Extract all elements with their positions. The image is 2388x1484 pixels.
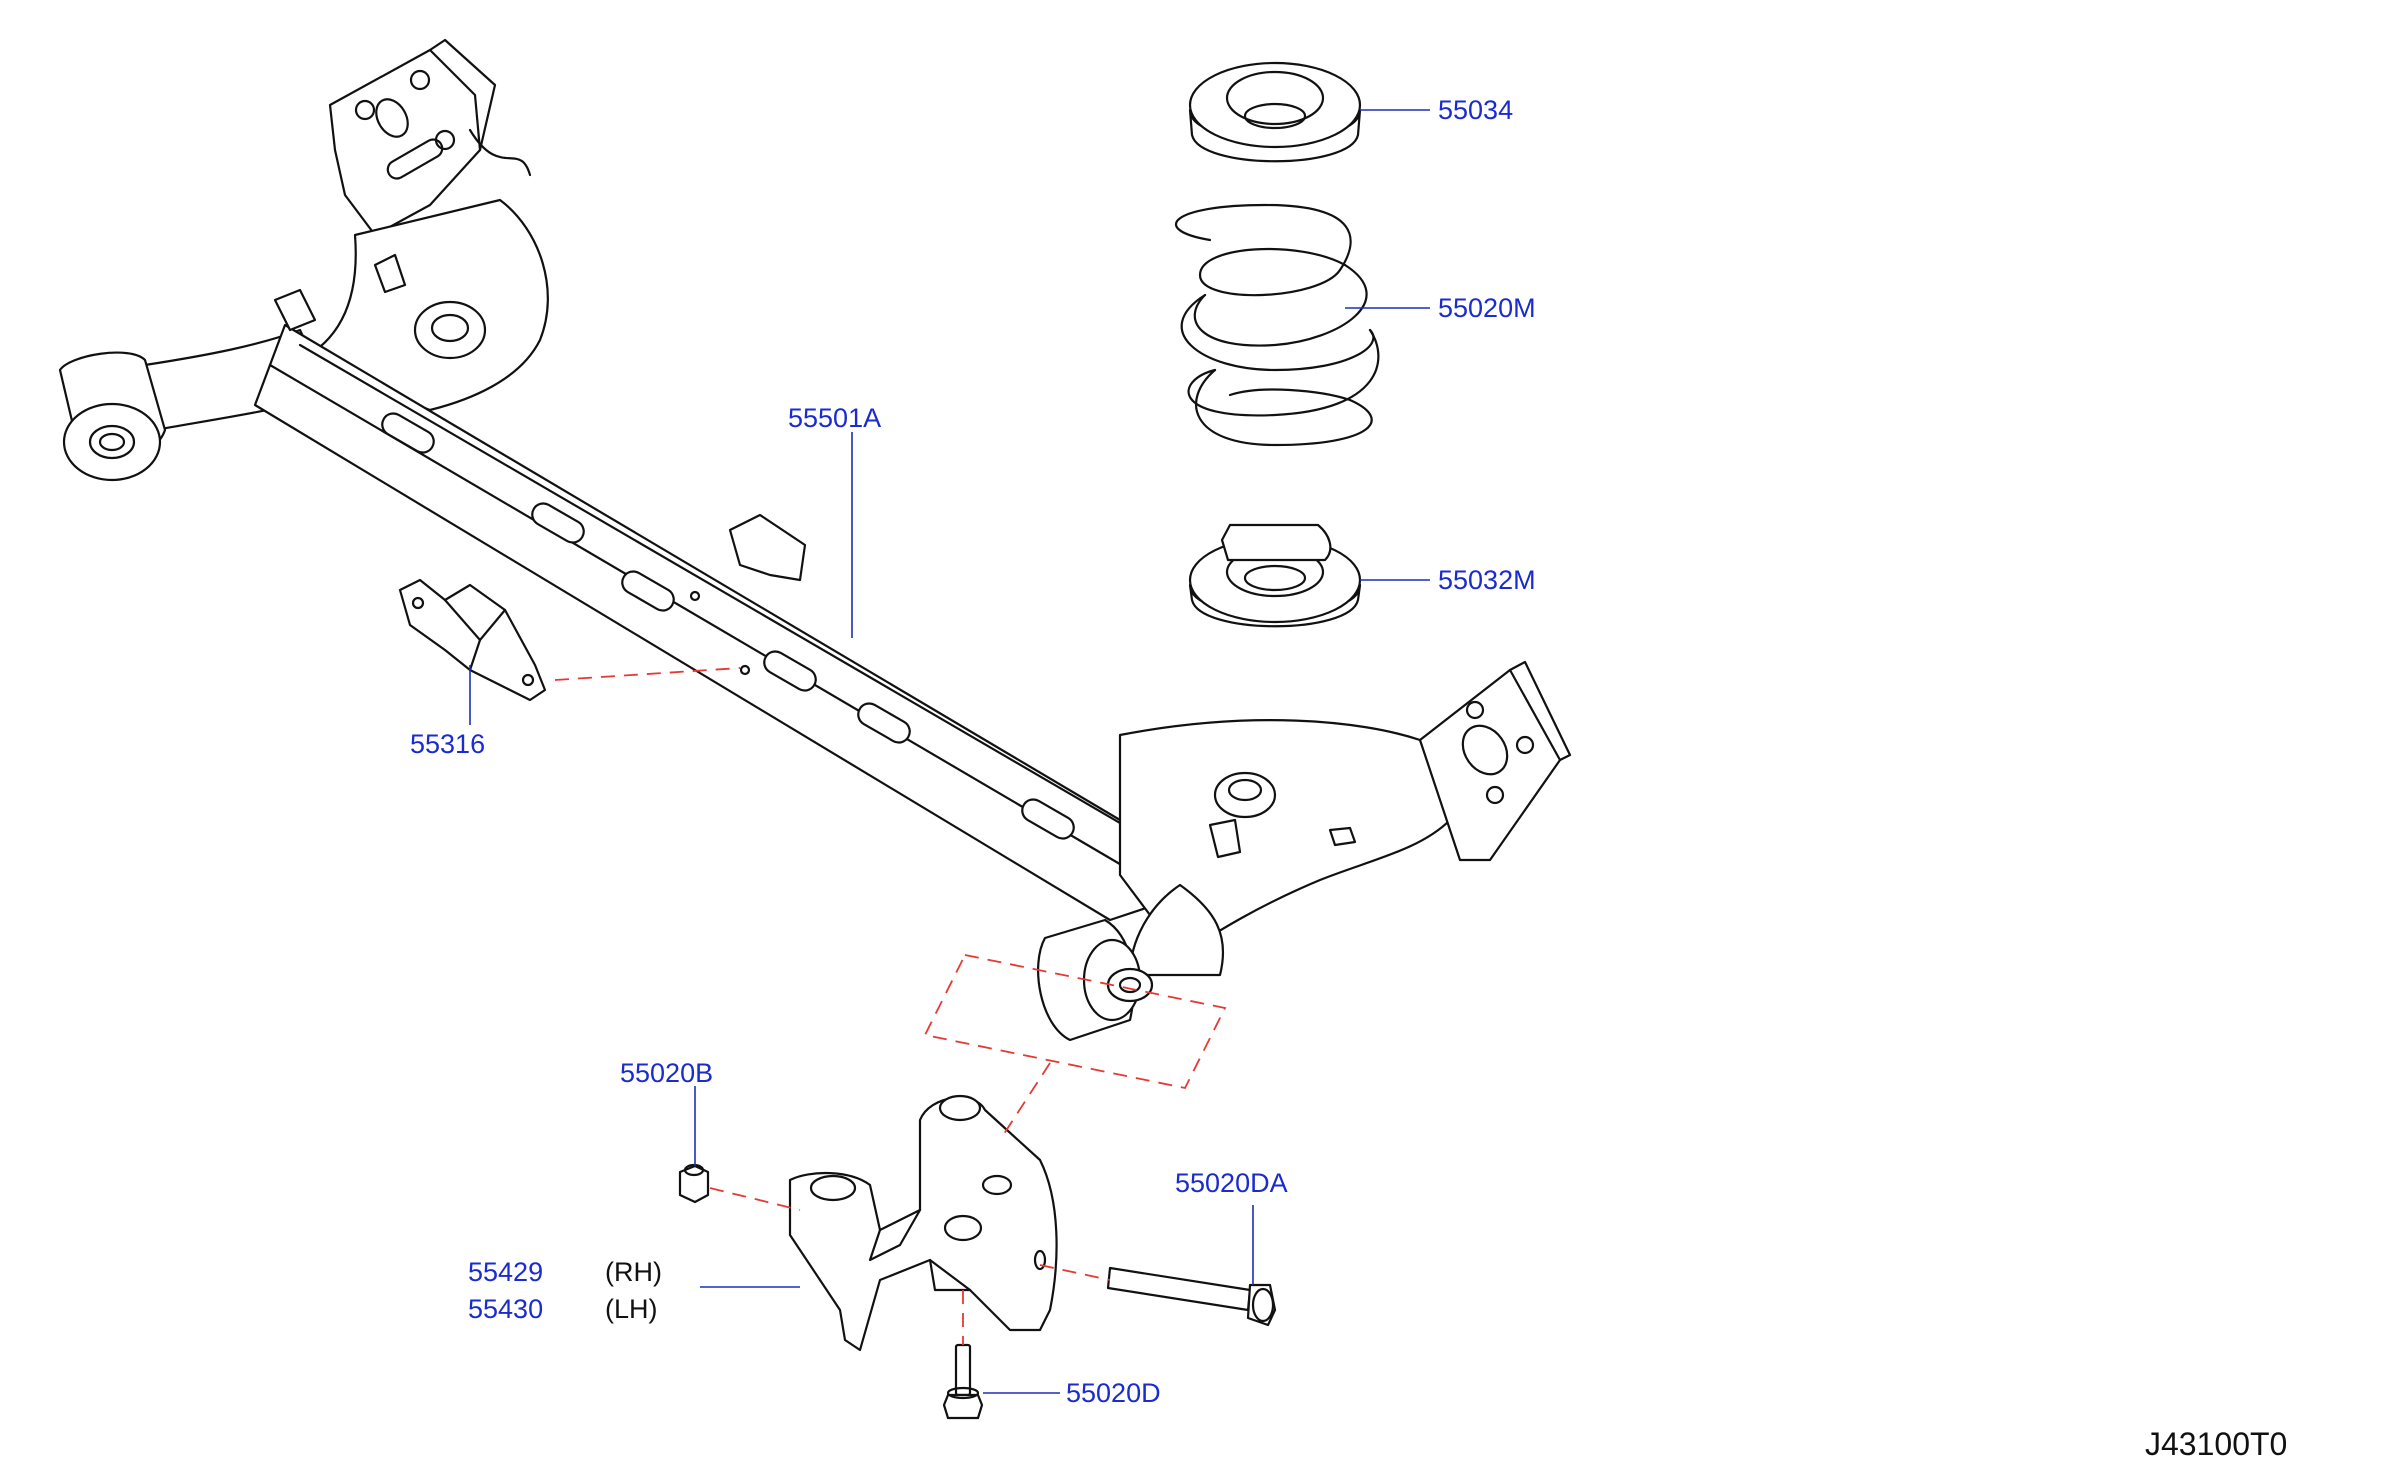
bracket-55316-drawing [398, 578, 547, 702]
bolt-55020DA-drawing [1106, 1266, 1277, 1327]
axle-mount-bracket-drawing [788, 1094, 1058, 1352]
part-number: 55429 [468, 1257, 543, 1287]
part-number: 55316 [410, 729, 485, 759]
part-number: 55430 [468, 1294, 543, 1324]
bolt-55020D-drawing [942, 1343, 984, 1420]
assembly-dashed-lines [554, 667, 1227, 1345]
lower-spring-seat-drawing [1188, 523, 1362, 628]
part-number: 55501A [788, 403, 881, 433]
nut-55020B-drawing [678, 1163, 710, 1204]
axle-beam-drawing [58, 38, 1572, 1042]
part-number: 55020DA [1175, 1168, 1288, 1198]
coil-spring-drawing [1174, 203, 1380, 447]
part-number: 55032M [1438, 565, 1536, 595]
leader-lines [469, 109, 1430, 1394]
side-label: (LH) [605, 1294, 658, 1324]
part-number: 55034 [1438, 95, 1513, 125]
part-number: 55020B [620, 1058, 713, 1088]
part-number: 55020M [1438, 293, 1536, 323]
part-number: 55020D [1066, 1378, 1161, 1408]
diagram-code: J43100T0 [2145, 1426, 2287, 1462]
side-label: (RH) [605, 1257, 662, 1287]
upper-spring-seat-drawing [1188, 61, 1362, 163]
